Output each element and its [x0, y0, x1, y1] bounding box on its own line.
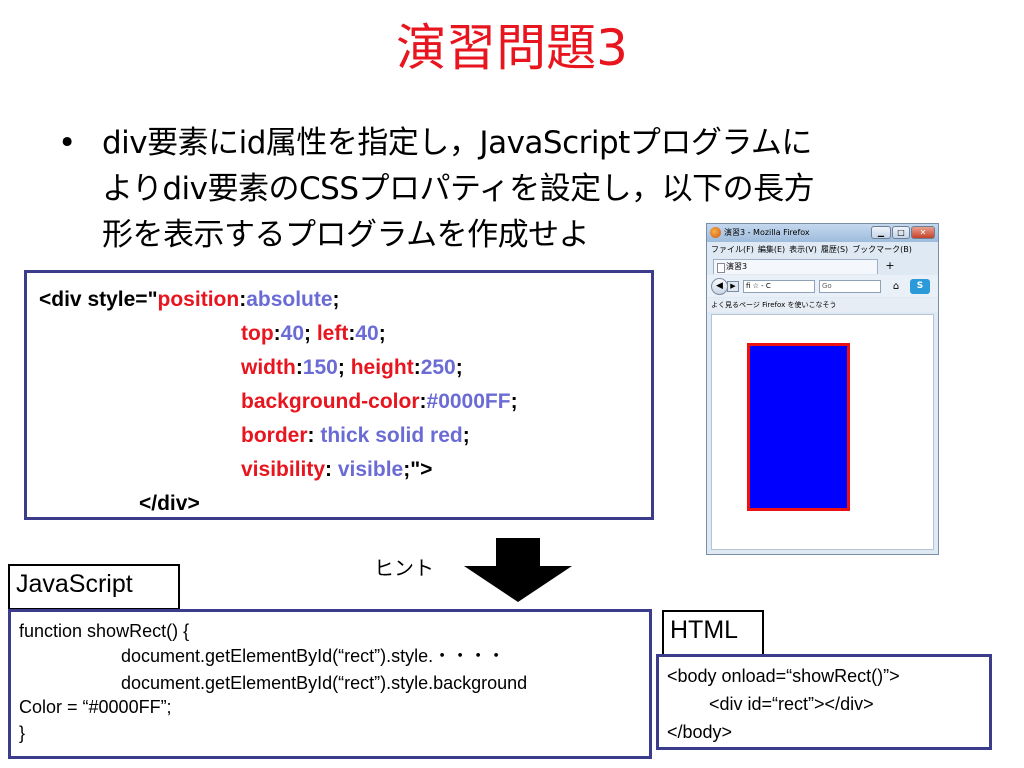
js-line-3: document.getElementById(“rect”).style.ba…: [121, 673, 528, 693]
menu-item-view[interactable]: 表示(V): [789, 245, 817, 254]
code-text: ;">: [403, 458, 433, 481]
bullet-line-3: 形を表示するプログラムを作成せよ: [102, 217, 590, 253]
bullet-text: div要素にid属性を指定し，JavaScriptプログラムに よりdiv要素の…: [102, 120, 972, 258]
code-line-6: visibility: visible;">: [241, 453, 432, 488]
page-icon: [717, 263, 725, 273]
browser-window-screenshot: 演習3 - Mozilla Firefox ▁ □ ✕ ファイル(F)編集(E)…: [706, 223, 939, 555]
code-text: :: [348, 322, 356, 345]
css-code-box: <div style="position:absolute; top:40; l…: [24, 270, 654, 520]
code-line-4: background-color:#0000FF;: [241, 385, 518, 420]
menu-item-bookmarks[interactable]: ブックマーク(B): [852, 245, 912, 254]
bookmarks-toolbar[interactable]: よく見るページ Firefox を使いこなそう: [707, 298, 938, 312]
code-text: ;: [332, 288, 340, 311]
css-property: width: [241, 356, 296, 379]
code-line-2: top:40; left:40;: [241, 317, 386, 352]
home-icon[interactable]: ⌂: [892, 281, 900, 292]
menu-item-edit[interactable]: 編集(E): [757, 245, 786, 254]
code-text: :: [325, 458, 338, 481]
css-property: position: [157, 288, 240, 311]
code-line-5: border: thick solid red;: [241, 419, 470, 454]
firefox-logo-icon: [710, 227, 721, 238]
css-property: height: [350, 356, 414, 379]
browser-tab-row: 演習3 +: [707, 258, 938, 274]
js-line-1: function showRect() {: [19, 621, 190, 641]
code-text: ;: [304, 322, 317, 345]
css-value: 40: [280, 322, 305, 345]
css-value: visible: [337, 458, 404, 481]
code-text: ;: [455, 356, 463, 379]
maximize-icon[interactable]: □: [892, 226, 910, 239]
minimize-icon[interactable]: ▁: [871, 226, 891, 239]
css-property: border: [241, 424, 308, 447]
css-property: visibility: [241, 458, 326, 481]
css-value: absolute: [246, 288, 333, 311]
code-text: <div style=": [39, 288, 158, 311]
js-line-2: document.getElementById(“rect”).style.・・…: [121, 646, 506, 666]
url-bar[interactable]: fi ☆ - C: [743, 280, 815, 293]
html-line-1: <body onload=“showRect()”>: [667, 666, 900, 686]
css-value: thick solid red: [320, 424, 463, 447]
back-arrow-icon[interactable]: ◀: [711, 278, 728, 295]
css-property: left: [316, 322, 349, 345]
html-line-3: </body>: [667, 722, 733, 742]
menu-item-file[interactable]: ファイル(F): [711, 245, 754, 254]
search-box[interactable]: Go: [819, 280, 881, 293]
code-text: :: [307, 424, 321, 447]
down-arrow-icon: [464, 538, 572, 602]
hint-label: ヒント: [374, 556, 434, 580]
javascript-code-box: function showRect() { document.getElemen…: [8, 609, 652, 759]
browser-tab-label: 演習3: [726, 262, 748, 271]
javascript-label-tab: JavaScript: [8, 564, 180, 610]
code-text: :: [419, 390, 427, 413]
css-value: #0000FF: [426, 390, 511, 413]
css-value: 250: [420, 356, 456, 379]
bullet-line-1: div要素にid属性を指定し，JavaScriptプログラムに: [102, 125, 812, 161]
code-text: :: [273, 322, 281, 345]
browser-menubar: ファイル(F)編集(E)表示(V)履歴(S)ブックマーク(B): [707, 243, 938, 257]
code-text: ;: [510, 390, 518, 413]
bullet-marker: •: [58, 125, 76, 161]
blue-rectangle: [747, 343, 850, 511]
close-icon[interactable]: ✕: [911, 226, 935, 239]
code-line-3: width:150; height:250;: [241, 351, 463, 386]
browser-titlebar: 演習3 - Mozilla Firefox ▁ □ ✕: [707, 224, 938, 242]
skype-icon[interactable]: S: [910, 279, 930, 294]
forward-arrow-icon[interactable]: ▶: [727, 281, 739, 292]
browser-tab[interactable]: 演習3: [713, 259, 878, 274]
html-label-tab: HTML: [662, 610, 764, 656]
html-line-2: <div id=“rect”></div>: [709, 694, 874, 714]
browser-content-area: [711, 314, 934, 550]
browser-window-title: 演習3 - Mozilla Firefox: [724, 228, 810, 237]
code-text: ;: [378, 322, 386, 345]
code-text: :: [413, 356, 421, 379]
html-code-box: <body onload=“showRect()”> <div id=“rect…: [656, 654, 992, 750]
menu-item-history[interactable]: 履歴(S): [820, 245, 849, 254]
code-text: :: [295, 356, 303, 379]
css-property: background-color: [241, 390, 420, 413]
code-line-1: <div style="position:absolute;: [39, 283, 340, 318]
browser-nav-bar: ◀ ▶ fi ☆ - C Go ⌂ S: [707, 275, 938, 297]
new-tab-icon[interactable]: +: [885, 259, 895, 272]
css-property: top: [241, 322, 274, 345]
code-line-7: </div>: [139, 492, 200, 515]
slide-title: 演習問題3: [396, 19, 628, 77]
code-text: :: [239, 288, 247, 311]
code-text: ;: [337, 356, 351, 379]
css-value: 150: [302, 356, 338, 379]
js-line-4: Color = “#0000FF”;: [19, 697, 172, 717]
js-line-5: }: [19, 723, 26, 743]
bullet-line-2: よりdiv要素のCSSプロパティを設定し，以下の長方: [102, 171, 815, 207]
css-value: 40: [355, 322, 379, 345]
code-text: ;: [462, 424, 470, 447]
